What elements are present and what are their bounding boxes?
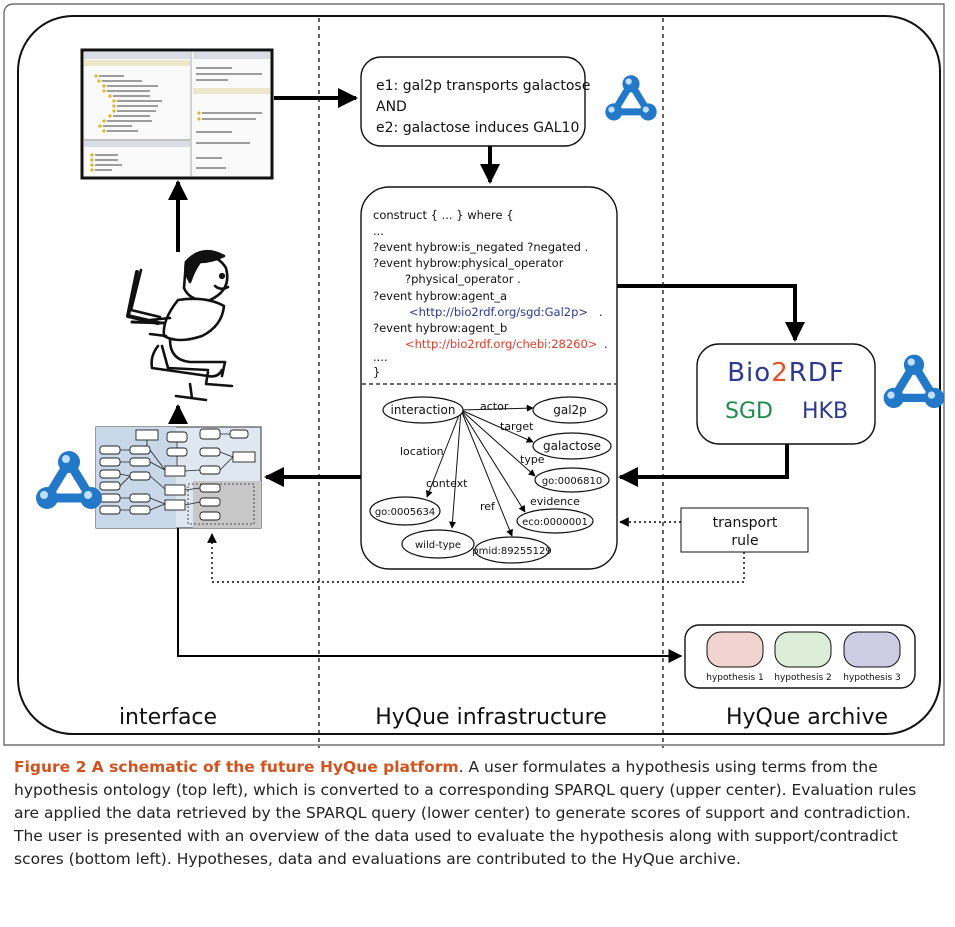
node-wild-type	[401, 529, 475, 559]
sparql-line-ellipsis: ...	[373, 224, 384, 238]
section-label-archive: HyQue archive	[726, 705, 888, 730]
hypothesis-line-3: e2: galactose induces GAL10	[376, 120, 579, 136]
section-label-infrastructure: HyQue infrastructure	[375, 705, 607, 730]
arrow-bio2rdf-to-query	[618, 444, 789, 487]
edge-label-target: target	[500, 420, 534, 433]
sparql-icon-hypothesis	[605, 75, 656, 120]
arrow-overview-to-archive	[177, 528, 683, 663]
ontology-screenshot	[80, 48, 274, 180]
sparql-line-construct: construct { ... } where {	[373, 208, 514, 222]
section-label-interface: interface	[119, 705, 217, 730]
sparql-line-agent-b-uri: <http://bio2rdf.org/chebi:28260>	[405, 337, 597, 351]
node-gal2p	[532, 396, 608, 424]
arrow-rule-to-overview	[207, 533, 745, 583]
node-gal2p-label: gal2p	[553, 403, 587, 417]
sparql-line-physical-operator: ?event hybrow:physical_operator	[373, 256, 564, 270]
sparql-line-dots: ....	[373, 350, 388, 364]
node-go-0005634-label: go:0005634	[375, 507, 435, 518]
caption-body: . A user formulates a hypothesis using t…	[14, 758, 917, 868]
node-wild-type-label: wild-type	[415, 540, 461, 551]
node-interaction-label: interaction	[391, 403, 456, 417]
caption-title: Figure 2 A schematic of the future HyQue…	[14, 758, 459, 776]
node-pmid-89255129	[474, 536, 550, 564]
sparql-line-physical-operator-var: ?physical_operator .	[405, 272, 521, 286]
sparql-line-agent-a: ?event hybrow:agent_a	[373, 289, 507, 303]
sparql-line-is-negated: ?event hybrow:is_negated ?negated .	[373, 240, 588, 254]
hypothesis-2-label: hypothesis 2	[774, 673, 832, 683]
sparql-line-agent-b-dot: .	[604, 337, 608, 351]
sgd-label: SGD	[725, 399, 773, 424]
edge-label-ref: ref	[480, 500, 496, 513]
hkb-label: HKB	[802, 399, 848, 424]
edge-label-context: context	[426, 477, 468, 490]
hypothesis-3-label: hypothesis 3	[843, 673, 901, 683]
figure-border	[3, 3, 945, 746]
hypothesis-2-swatch	[774, 631, 832, 668]
node-go-0006810	[534, 467, 610, 493]
arrow-query-to-bio2rdf	[617, 284, 805, 342]
node-interaction	[382, 396, 464, 424]
platform-outline	[17, 15, 941, 735]
node-eco-0000001	[516, 508, 594, 534]
sparql-line-agent-a-dot: .	[599, 305, 603, 319]
sparql-line-agent-b: ?event hybrow:agent_b	[373, 321, 507, 335]
edge-label-actor: actor	[480, 400, 509, 413]
node-galactose-label: galactose	[543, 439, 601, 453]
hyque-schematic: e1: gal2p transports galactose AND e2: g…	[3, 3, 955, 748]
edge-label-evidence: evidence	[530, 495, 580, 508]
hypothesis-line-1: e1: gal2p transports galactose	[376, 78, 590, 94]
node-pmid-label: pmid:89255129	[472, 546, 551, 557]
edge-label-type: type	[520, 453, 545, 466]
figure-caption: Figure 2 A schematic of the future HyQue…	[14, 756, 944, 871]
hypothesis-3-swatch	[843, 631, 901, 668]
node-galactose	[532, 432, 612, 460]
node-go-0006810-label: go:0006810	[542, 476, 602, 487]
hypothesis-1-label: hypothesis 1	[706, 673, 764, 683]
transport-rule-line-2: rule	[731, 533, 758, 549]
node-go-0005634	[369, 496, 441, 526]
node-eco-0000001-label: eco:0000001	[522, 517, 588, 528]
hypothesis-box	[360, 56, 586, 147]
transport-rule-box	[680, 507, 809, 553]
user-at-computer-icon	[126, 249, 234, 402]
sparql-icon-bio2rdf	[884, 355, 945, 408]
hypothesis-1-swatch	[706, 631, 764, 668]
edge-label-location: location	[400, 445, 444, 458]
bio2rdf-logo: Bio2RDF	[727, 358, 845, 388]
sparql-icon-interface	[36, 451, 102, 509]
hypothesis-line-2: AND	[376, 99, 407, 115]
sparql-line-close: }	[373, 365, 380, 379]
evaluation-overview-thumbnail	[95, 426, 262, 529]
sparql-line-agent-a-uri: <http://bio2rdf.org/sgd:Gal2p>	[409, 305, 588, 319]
transport-rule-line-1: transport	[713, 515, 778, 531]
